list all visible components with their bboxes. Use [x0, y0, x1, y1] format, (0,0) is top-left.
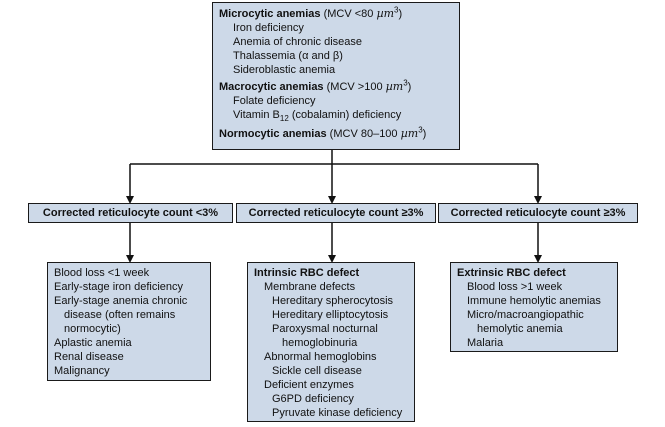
list-item-continuation: hemoglobinuria [282, 337, 358, 349]
normocytic-heading: Normocytic anemias (MCV 80–100 µm3) [219, 125, 427, 140]
list-item: Early-stage iron deficiency [54, 281, 184, 293]
list-item: Aplastic anemia [54, 337, 132, 349]
list-item: Micro/macroangiopathic [467, 309, 584, 321]
list-item-continuation: hemolytic anemia [477, 323, 563, 335]
intrinsic-title: Intrinsic RBC defect [254, 267, 360, 279]
macrocytic-item: Folate deficiency [233, 95, 316, 107]
microcytic-item: Thalassemia (α and β) [233, 50, 343, 62]
microcytic-item: Iron deficiency [233, 22, 304, 34]
list-item: Pyruvate kinase deficiency [272, 407, 403, 419]
list-item: Renal disease [54, 351, 124, 363]
list-item: Malignancy [54, 365, 110, 377]
reticulocyte-high-header-extrinsic: Corrected reticulocyte count ≥3% [438, 203, 638, 223]
reticulocyte-low-header: Corrected reticulocyte count <3% [28, 203, 233, 223]
list-item: Immune hemolytic anemias [467, 295, 601, 307]
microcytic-heading: Microcytic anemias (MCV <80 µm3) [219, 5, 403, 20]
group-heading: Deficient enzymes [264, 379, 354, 391]
list-item: Hereditary spherocytosis [272, 295, 394, 307]
low-reticulocyte-causes-box: Blood loss <1 week Early-stage iron defi… [47, 262, 211, 381]
list-item: G6PD deficiency [272, 393, 354, 405]
macrocytic-heading: Macrocytic anemias (MCV >100 µm3) [219, 78, 412, 93]
list-item: Blood loss >1 week [467, 281, 563, 293]
intrinsic-rbc-defect-box: Intrinsic RBC defect Membrane defects He… [247, 262, 415, 422]
extrinsic-rbc-defect-box: Extrinsic RBC defect Blood loss >1 week … [450, 262, 618, 352]
group-heading: Abnormal hemoglobins [264, 351, 377, 363]
list-item-continuation: disease (often remains [64, 309, 176, 321]
list-item-continuation: normocytic) [64, 323, 121, 335]
list-item: Paroxysmal nocturnal [272, 323, 378, 335]
microcytic-item: Sideroblastic anemia [233, 64, 336, 76]
list-item: Blood loss <1 week [54, 267, 150, 279]
microcytic-item: Anemia of chronic disease [233, 36, 363, 48]
reticulocyte-high-header-intrinsic: Corrected reticulocyte count ≥3% [236, 203, 436, 223]
list-item: Early-stage anemia chronic [54, 295, 188, 307]
group-heading: Membrane defects [264, 281, 356, 293]
list-item: Sickle cell disease [272, 365, 362, 377]
macrocytic-item: Vitamin B12 (cobalamin) deficiency [233, 109, 402, 124]
extrinsic-title: Extrinsic RBC defect [457, 267, 566, 279]
list-item: Hereditary elliptocytosis [272, 309, 389, 321]
list-item: Malaria [467, 337, 504, 349]
anemia-classification-box: Microcytic anemias (MCV <80 µm3) Iron de… [212, 2, 460, 150]
